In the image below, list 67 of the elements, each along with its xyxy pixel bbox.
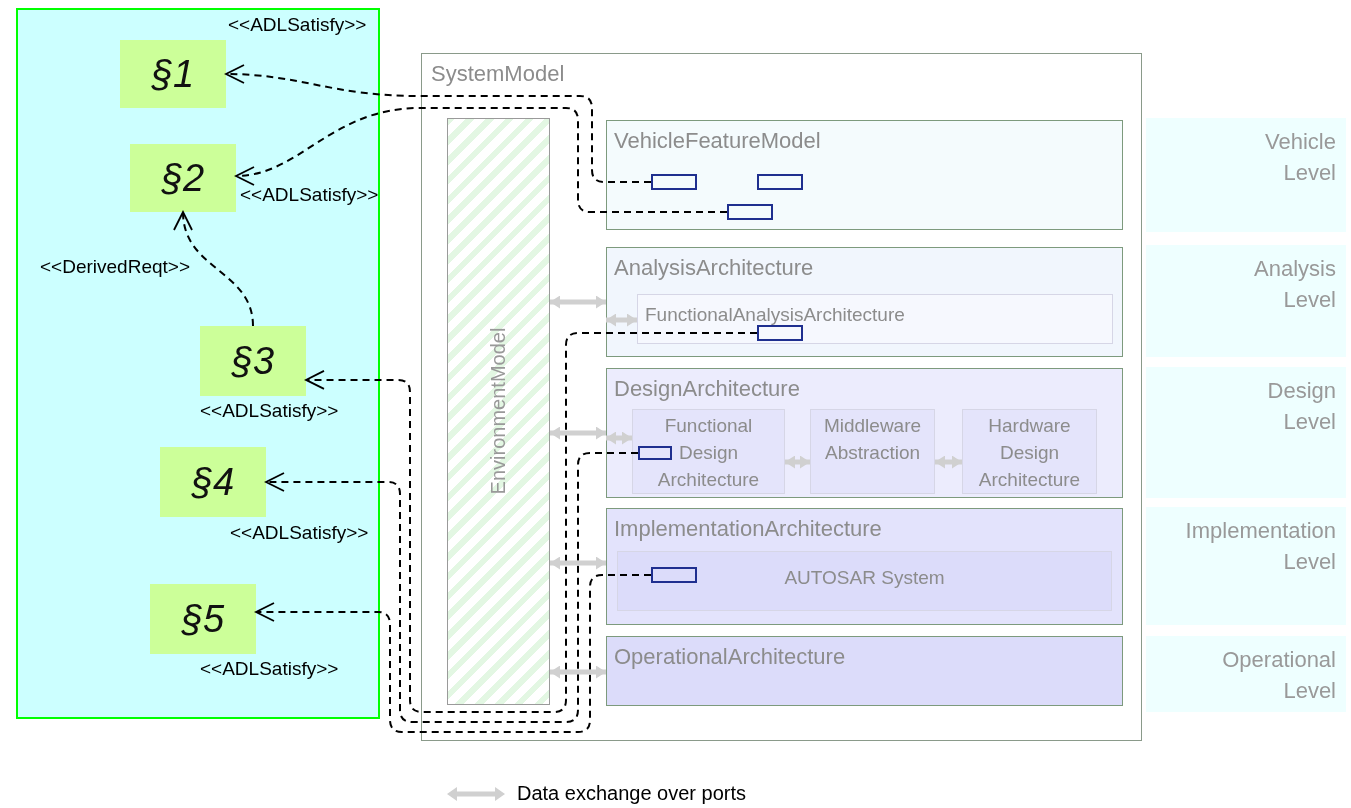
element-box (727, 204, 773, 220)
edge-label: <<DerivedReqt>> (40, 256, 190, 278)
edge-label: <<ADLSatisfy>> (200, 658, 339, 680)
dependency-arrow (235, 107, 728, 213)
level-label: Implementation Level (1185, 517, 1336, 576)
component-box (637, 294, 1113, 344)
section-label: §2 (161, 156, 205, 200)
dependency-arrow (305, 332, 758, 713)
element-box (651, 567, 697, 583)
data-exchange-arrow (785, 455, 810, 469)
data-exchange-arrow (935, 455, 962, 469)
dependency-arrow (175, 211, 254, 327)
element-box (638, 446, 672, 460)
edge-label: <<ADLSatisfy>> (200, 400, 339, 422)
component-title: Middleware Abstraction (822, 414, 923, 465)
environment-model-band (447, 118, 550, 705)
system-model-frame (421, 53, 1142, 741)
requirements-panel (16, 8, 380, 719)
legend-label: Data exchange over ports (517, 782, 747, 805)
requirement-box (150, 584, 256, 654)
box-title: AnalysisArchitecture (614, 255, 814, 281)
element-box (757, 174, 803, 190)
dependency-arrow (255, 574, 652, 733)
architecture-box (606, 247, 1123, 357)
section-label: §1 (151, 52, 195, 96)
component-title: Functional Design Architecture (656, 414, 761, 492)
dependency-arrow (225, 64, 652, 183)
section-label: §4 (191, 460, 235, 504)
edge-label: <<ADLSatisfy>> (230, 522, 369, 544)
box-title: VehicleFeatureModel (614, 128, 821, 154)
data-exchange-arrow (550, 295, 606, 309)
box-title: ImplementationArchitecture (614, 516, 882, 542)
requirement-box (120, 40, 226, 108)
level-label: Operational Level (1222, 646, 1336, 705)
component-box (617, 551, 1112, 611)
architecture-box (606, 508, 1123, 625)
data-exchange-arrow (606, 431, 632, 445)
element-box (651, 174, 697, 190)
band-title: EnvironmentModel (486, 327, 510, 495)
component-box (810, 409, 935, 494)
section-label: §3 (231, 339, 275, 383)
requirement-box (200, 326, 306, 396)
component-title: FunctionalAnalysisArchitecture (644, 303, 906, 327)
data-exchange-arrow (550, 665, 606, 679)
box-title: OperationalArchitecture (614, 644, 846, 670)
component-box (962, 409, 1097, 494)
dependency-arrow (265, 452, 639, 723)
component-title: AUTOSAR System (783, 566, 946, 590)
data-exchange-arrow (606, 313, 637, 327)
requirement-box (130, 144, 236, 212)
component-box (632, 409, 785, 494)
data-exchange-arrow (550, 426, 606, 440)
architecture-box (606, 120, 1123, 230)
section-label: §5 (181, 597, 225, 641)
edge-label: <<ADLSatisfy>> (228, 14, 367, 36)
box-title: SystemModel (431, 61, 565, 87)
component-title: Hardware Design Architecture (977, 414, 1082, 492)
requirement-box (160, 447, 266, 517)
data-exchange-arrow (550, 556, 606, 570)
architecture-box (606, 368, 1123, 498)
edge-label: <<ADLSatisfy>> (240, 184, 379, 206)
element-box (757, 325, 803, 341)
box-title: DesignArchitecture (614, 376, 800, 402)
level-label: Vehicle Level (1265, 128, 1336, 187)
level-label: Analysis Level (1254, 255, 1336, 314)
level-label: Design Level (1267, 377, 1336, 436)
architecture-box (606, 636, 1123, 706)
